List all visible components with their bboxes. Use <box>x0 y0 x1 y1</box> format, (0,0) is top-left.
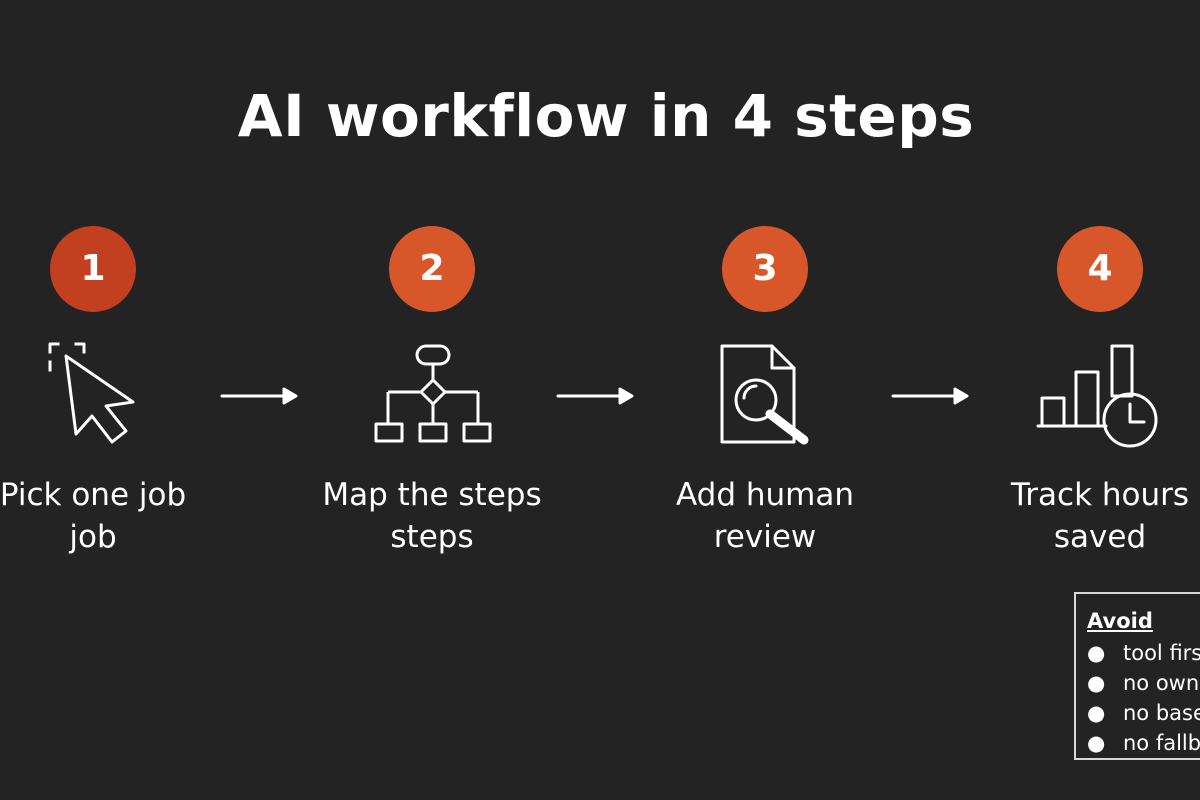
avoid-list: ● tool first ● no owner ● no baseline ● no f… <box>1087 638 1200 758</box>
step-2-label-line2: steps <box>390 519 474 555</box>
bullet-icon: ● <box>1087 671 1106 695</box>
avoid-item: ● tool first <box>1087 638 1200 668</box>
step-2-label-line1: Map the steps <box>322 477 542 513</box>
avoid-item: ● no fallback <box>1087 728 1200 758</box>
step-1-to-2-arrow <box>220 386 300 406</box>
avoid-item: ● no owner <box>1087 668 1200 698</box>
page-title: AI workflow in 4 steps <box>237 82 975 150</box>
avoid-item-text: no owner <box>1123 671 1200 695</box>
avoid-item-text: tool first <box>1123 641 1200 665</box>
bullet-icon: ● <box>1087 641 1106 665</box>
step-1-label: Pick one job job <box>0 474 243 558</box>
step-4-label-line1: Track hours <box>1010 477 1190 513</box>
step-4-label-line2: saved <box>1053 519 1147 555</box>
step-2-number-badge: 2 <box>389 226 475 312</box>
bullet-icon: ● <box>1087 701 1106 725</box>
cursor-select-icon <box>36 338 166 448</box>
avoid-item-text: no fallback <box>1123 731 1200 755</box>
bullet-icon: ● <box>1087 731 1106 755</box>
step-3-to-4-arrow <box>891 386 971 406</box>
step-2-to-3-arrow <box>556 386 636 406</box>
step-4-label: Track hours saved <box>950 474 1200 558</box>
step-3-number-badge: 3 <box>722 226 808 312</box>
avoid-item-text: no baseline <box>1123 701 1200 725</box>
avoid-title: Avoid <box>1087 609 1153 633</box>
step-1-label-line2: job <box>69 519 117 555</box>
step-1-number-badge: 1 <box>50 226 136 312</box>
step-4-number-badge: 4 <box>1057 226 1143 312</box>
avoid-box: Avoid ● tool first ● no owner ● no baseline… <box>1074 592 1200 760</box>
flowchart-icon <box>368 340 498 450</box>
step-3-label-line2: review <box>713 519 817 555</box>
step-1-label-line1: Pick one job <box>0 477 187 513</box>
document-search-icon <box>706 338 836 448</box>
step-3-label-line1: Add human <box>675 477 854 513</box>
bar-chart-clock-icon <box>1034 340 1164 450</box>
step-2-label: Map the steps steps <box>282 474 582 558</box>
avoid-item: ● no baseline <box>1087 698 1200 728</box>
step-3-label: Add human review <box>615 474 915 558</box>
